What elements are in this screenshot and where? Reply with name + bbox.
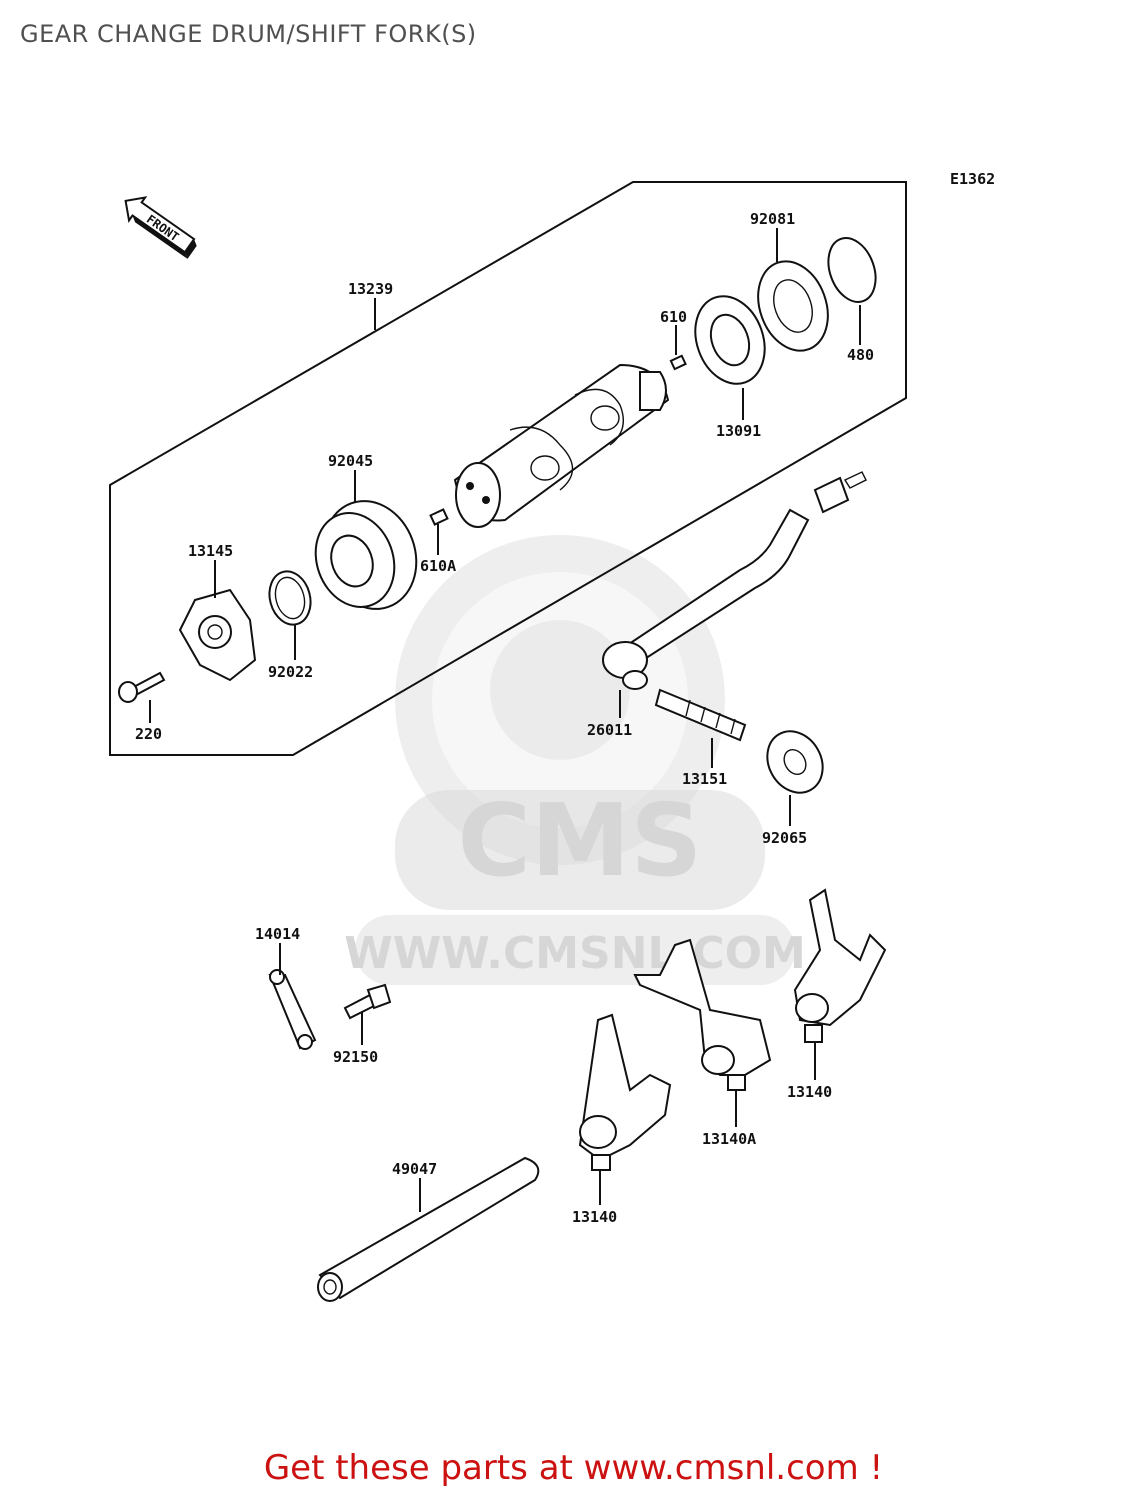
cam-13145 [178,588,257,682]
shaft-49047 [317,1156,540,1302]
label-92150: 92150 [333,1048,378,1066]
leader-lines [149,228,861,1212]
pin-610 [669,354,687,371]
label-92065: 92065 [762,829,807,847]
label-13239: 13239 [348,280,393,298]
shift-fork-13140-bottom [578,1013,672,1171]
ring-92022 [268,570,312,626]
pin-610A [429,508,449,526]
bearing-92045 [314,500,418,610]
holder-13091 [694,295,766,385]
washer-92065 [766,730,824,794]
plate-14014 [268,969,317,1050]
label-610: 610 [660,308,687,326]
label-13145: 13145 [188,542,233,560]
shift-shaft-26011 [602,471,867,690]
assembly-outline [109,181,907,756]
plate-92081 [757,260,829,352]
label-92081: 92081 [750,210,795,228]
part-labels: 13239 92081 610 480 13091 92045 13145 61… [135,210,874,1226]
exploded-parts-diagram: CMS WWW.CMSNL.COM FRONT E1362 [109,170,995,1302]
shift-fork-13140A [633,938,772,1091]
label-14014: 14014 [255,925,300,943]
label-92022: 92022 [268,663,313,681]
label-49047: 49047 [392,1160,437,1178]
gear-change-drum [453,363,670,528]
footer-promo-link[interactable]: Get these parts at www.cmsnl.com ! [263,1448,884,1488]
circlip-480 [827,237,877,303]
diagram-code: E1362 [950,170,995,188]
label-13140A: 13140A [702,1130,756,1148]
cms-watermark-logo-text: CMS [458,782,703,899]
label-610A: 610A [420,557,456,575]
label-13140-bottom: 13140 [572,1208,617,1226]
label-13151: 13151 [682,770,727,788]
bolt-92150 [343,983,392,1020]
label-13091: 13091 [716,422,761,440]
label-480: 480 [847,346,874,364]
shift-fork-13140-right [793,888,887,1043]
spring-13151 [654,688,747,742]
page-title: GEAR CHANGE DRUM/SHIFT FORK(S) [20,20,477,48]
bolt-220 [118,671,166,703]
cms-watermark: CMS WWW.CMSNL.COM [344,535,806,985]
front-direction-marker: FRONT [124,196,197,259]
label-92045: 92045 [328,452,373,470]
cms-watermark-url: WWW.CMSNL.COM [344,928,806,979]
label-220: 220 [135,725,162,743]
label-13140-right: 13140 [787,1083,832,1101]
label-26011: 26011 [587,721,632,739]
